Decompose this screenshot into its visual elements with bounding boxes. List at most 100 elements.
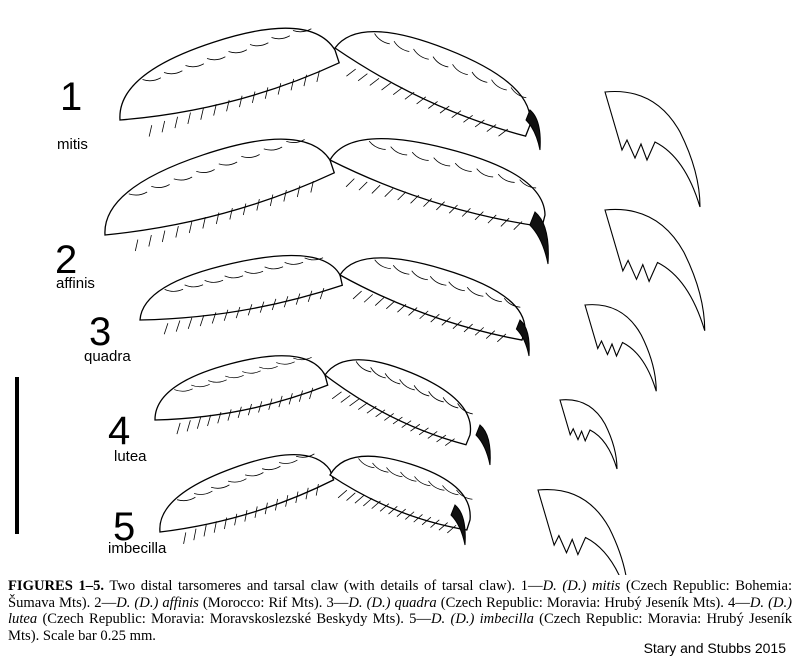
seta — [349, 398, 360, 407]
seta — [413, 48, 429, 60]
seta — [410, 423, 421, 432]
seta — [292, 28, 312, 33]
seta — [397, 303, 407, 313]
caption-text: (Morocco: Rif Mts). 3— — [198, 594, 349, 611]
seta — [161, 230, 166, 243]
seta — [234, 513, 238, 526]
seta — [196, 417, 201, 429]
seta — [451, 110, 462, 119]
seta — [386, 300, 396, 310]
seta — [224, 275, 244, 279]
seta — [173, 176, 193, 181]
seta — [293, 356, 312, 361]
seta — [290, 78, 295, 91]
distal-tarsomere — [339, 257, 526, 341]
seta — [184, 284, 204, 288]
seta — [404, 91, 415, 100]
figure-caption: FIGURES 1–5. Two distal tarsomeres and t… — [8, 578, 792, 644]
seta — [185, 63, 205, 68]
seta — [486, 124, 497, 132]
seta — [254, 506, 258, 518]
species-label-1: mitis — [57, 136, 88, 153]
seta — [369, 77, 380, 86]
seta — [448, 281, 465, 292]
seta — [213, 104, 217, 116]
seta — [263, 146, 283, 151]
seta — [247, 304, 253, 316]
seta — [206, 56, 226, 61]
seta — [251, 91, 256, 104]
seta — [208, 379, 227, 383]
seta — [399, 379, 415, 391]
caption-species: D. (D.) affinis — [116, 594, 199, 611]
seta — [164, 288, 184, 292]
seta — [370, 367, 386, 379]
seta — [258, 401, 263, 413]
seta — [296, 185, 301, 198]
seta — [199, 314, 205, 327]
seta — [513, 221, 523, 230]
seta — [225, 374, 244, 379]
seta — [390, 146, 408, 156]
seta — [161, 120, 166, 133]
seta — [237, 406, 242, 419]
seta — [256, 199, 260, 211]
seta — [128, 191, 148, 196]
seta — [223, 309, 229, 321]
seta — [498, 128, 509, 137]
seta — [439, 105, 450, 114]
seta — [305, 487, 309, 500]
seta — [188, 221, 193, 234]
seta — [379, 503, 390, 512]
seta — [396, 508, 406, 518]
seta — [295, 293, 301, 305]
seta — [229, 208, 233, 220]
seta — [413, 514, 423, 523]
seta — [411, 270, 428, 281]
seta — [235, 306, 241, 319]
seta — [285, 495, 289, 507]
seta — [286, 139, 305, 143]
seta — [175, 320, 181, 332]
seta — [463, 323, 473, 333]
seta — [448, 204, 458, 214]
tarsal-claw — [529, 211, 549, 265]
seta — [354, 495, 364, 504]
distal-tarsomere — [329, 455, 471, 531]
seta — [372, 462, 389, 473]
caption-species: D. (D.) imbecilla — [431, 611, 534, 628]
seta — [461, 208, 471, 217]
seta — [371, 184, 381, 194]
claw-detail — [604, 90, 701, 208]
seta — [503, 298, 521, 308]
seta — [368, 140, 386, 150]
seta — [187, 317, 193, 330]
seta — [427, 431, 438, 439]
seta — [187, 112, 191, 125]
proximal-tarsomere — [119, 27, 340, 121]
seta — [423, 198, 433, 207]
seta — [452, 64, 468, 76]
seta — [436, 201, 445, 211]
seta — [315, 483, 319, 496]
seta — [247, 403, 252, 416]
seta — [275, 498, 278, 511]
seta — [400, 471, 417, 482]
seta — [295, 453, 315, 458]
seta — [186, 420, 191, 432]
seta — [384, 373, 401, 385]
seta — [411, 151, 429, 161]
seta — [374, 33, 390, 45]
seta — [244, 270, 264, 274]
seta — [436, 434, 447, 443]
seta — [355, 361, 372, 373]
seta — [210, 484, 230, 489]
seta — [224, 517, 227, 530]
seta — [196, 169, 215, 173]
seta — [278, 459, 298, 464]
seta — [277, 83, 282, 95]
distal-tarsomere — [324, 359, 472, 446]
seta — [175, 226, 179, 238]
seta — [309, 387, 314, 400]
